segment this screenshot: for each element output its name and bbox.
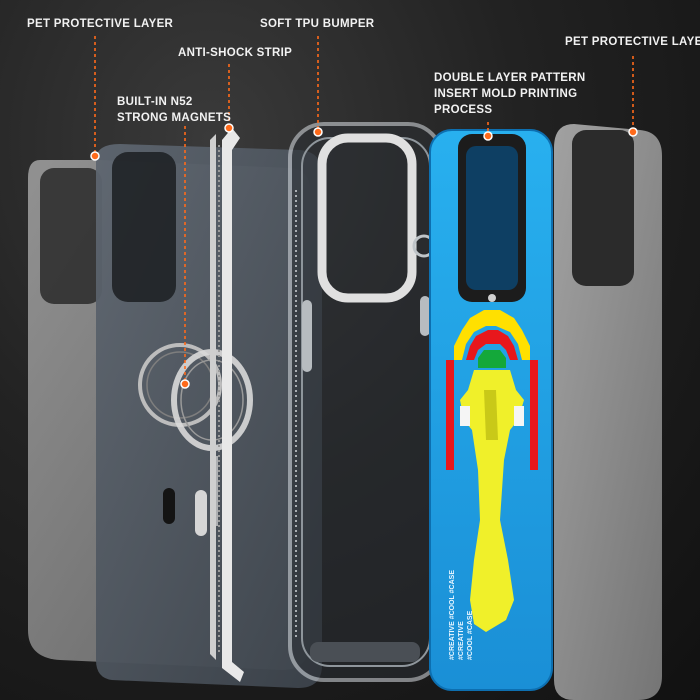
label-pet-protective-layer-right: PET PROTECTIVE LAYER: [565, 36, 700, 48]
label-anti-shock-strip: ANTI-SHOCK STRIP: [178, 47, 293, 59]
case-side-text-2: #CREATIVE: [458, 621, 465, 660]
callout-dot-magnets: [180, 379, 190, 389]
label-magnets-line-2: STRONG MAGNETS: [117, 112, 232, 124]
printed-case-shell: #CREATIVE #COOL #CASE #CREATIVE #COOL #C…: [429, 129, 553, 691]
soft-tpu-bumper: [288, 122, 444, 682]
label-magnets: BUILT-IN N52 STRONG MAGNETS: [117, 94, 231, 126]
callout-dot-anti-shock: [224, 123, 234, 133]
callout-dot-pet-right: [628, 127, 638, 137]
label-soft-tpu-bumper: SOFT TPU BUMPER: [260, 18, 375, 30]
case-side-text-3: #COOL #CASE: [467, 610, 474, 660]
label-double-line-1: DOUBLE LAYER PATTERN: [434, 72, 586, 84]
label-double-line-3: PROCESS: [434, 104, 493, 116]
pixel-artwork: [446, 310, 538, 632]
case-side-text-1: #CREATIVE #COOL #CASE: [449, 570, 456, 660]
magnetic-back-plate: [96, 144, 322, 688]
callout-dot-pet-left: [90, 151, 100, 161]
label-magnets-line-1: BUILT-IN N52: [117, 96, 193, 108]
label-double-line-2: INSERT MOLD PRINTING: [434, 88, 578, 100]
pet-layer-right: [554, 124, 662, 700]
callouts: [94, 36, 634, 384]
callout-dot-double: [483, 131, 493, 141]
label-pet-protective-layer-left: PET PROTECTIVE LAYER: [27, 18, 174, 30]
label-double-layer: DOUBLE LAYER PATTERN INSERT MOLD PRINTIN…: [434, 70, 585, 118]
callout-dot-tpu: [313, 127, 323, 137]
anti-shock-strip: [210, 128, 244, 682]
